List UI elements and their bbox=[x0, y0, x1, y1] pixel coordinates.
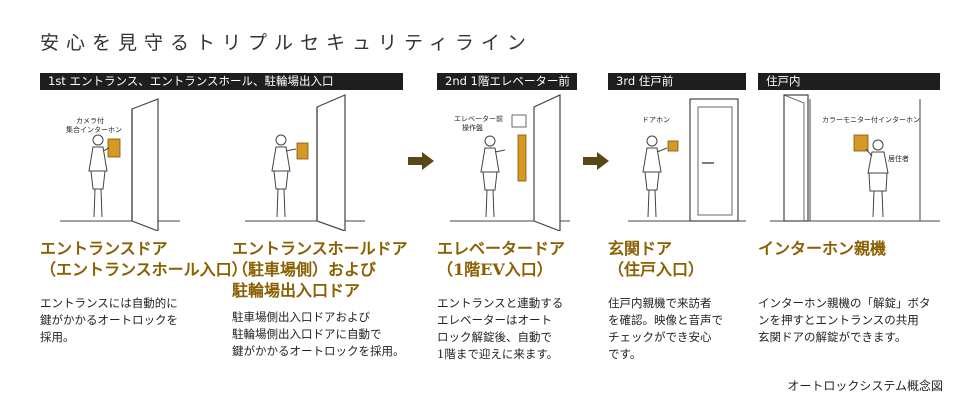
doorphone-label: ドアホン bbox=[642, 116, 670, 124]
intercom-label-2: 集合インターホン bbox=[66, 125, 122, 134]
elevator-panel-icon bbox=[517, 134, 527, 182]
hall-door-illustration bbox=[245, 94, 365, 231]
scene-entrance-door: カメラ付 集合インターホン bbox=[60, 93, 180, 231]
stage-bar-1st: 1st エントランス、エントランスホール、駐輪場出入口 bbox=[40, 73, 403, 90]
scene-elevator-door: エレベーター前 操作盤 bbox=[450, 93, 570, 231]
stage-bar-3rd: 3rd 住戸前 bbox=[608, 73, 746, 90]
elevator-door-illustration: エレベーター前 操作盤 bbox=[450, 94, 570, 231]
scene-front-door: ドアホン bbox=[628, 93, 746, 231]
col-desc-front-door: 住戸内親機で来訪者 を確認。映像と音声で チェックができ安心 です。 bbox=[608, 296, 723, 361]
scene-inside-residence: カラーモニター付インターホン 居住者 bbox=[770, 93, 940, 231]
residence-interior-illustration: カラーモニター付インターホン 居住者 bbox=[770, 94, 940, 222]
entrance-door-illustration: カメラ付 集合インターホン bbox=[60, 98, 180, 231]
arrow-right-icon bbox=[583, 152, 609, 170]
col-title-intercom-master: インターホン親機 bbox=[758, 239, 887, 258]
visitor-woman-icon bbox=[88, 134, 110, 218]
flow-arrow-1 bbox=[408, 152, 434, 174]
scene-hall-door bbox=[245, 93, 365, 231]
visitor-woman-icon bbox=[642, 135, 668, 218]
col-title-front-door: 玄関ドア （住戸入口） bbox=[608, 239, 705, 279]
intercom-label-1: カメラ付 bbox=[76, 116, 104, 125]
arrow-right-icon bbox=[408, 152, 434, 170]
col-desc-intercom-master: インターホン親機の「解錠」ボタ ンを押すとエントランスの共用 玄関ドアの解錠がで… bbox=[758, 296, 931, 344]
col-desc-hall-door: 駐車場側出入口ドアおよび 駐輪場側出入口ドアに自動で 鍵がかかるオートロックを採… bbox=[232, 310, 405, 358]
elevator-panel-label-2: 操作盤 bbox=[462, 123, 483, 132]
stage-bar-inside: 住戸内 bbox=[758, 73, 940, 90]
stage-bar-2nd: 2nd 1階エレベーター前 bbox=[437, 73, 577, 90]
col-title-hall-door: エントランスホールドア （駐車場側）および 駐輪場出入口ドア bbox=[232, 239, 408, 300]
resident-woman-icon bbox=[865, 139, 889, 218]
elevator-panel-label-1: エレベーター前 bbox=[454, 114, 503, 123]
visitor-woman-icon bbox=[480, 135, 506, 218]
col-desc-entrance-door: エントランスには自動的に 鍵がかかるオートロックを 採用。 bbox=[40, 296, 178, 344]
diagram-caption: オートロックシステム概念図 bbox=[787, 379, 943, 393]
col-title-elevator-door: エレベータードア （1階EV入口） bbox=[437, 239, 566, 279]
intercom-panel-icon bbox=[107, 138, 121, 158]
visitor-woman-icon bbox=[271, 134, 297, 218]
flow-arrow-2 bbox=[583, 152, 609, 174]
front-door-illustration: ドアホン bbox=[628, 98, 746, 222]
col-title-entrance-door: エントランスドア （エントランスホール入口） bbox=[40, 239, 248, 279]
page-title: 安心を見守るトリプルセキュリティライン bbox=[40, 32, 533, 54]
intercom-panel-icon bbox=[296, 142, 309, 160]
intercom-monitor-label: カラーモニター付インターホン bbox=[822, 115, 920, 124]
color-monitor-intercom-icon bbox=[853, 134, 869, 152]
col-desc-elevator-door: エントランスと連動する エレベーターはオート ロック解錠後、自動で 1階まで迎え… bbox=[437, 296, 564, 361]
resident-label: 居住者 bbox=[888, 154, 909, 163]
doorphone-icon bbox=[667, 140, 679, 152]
